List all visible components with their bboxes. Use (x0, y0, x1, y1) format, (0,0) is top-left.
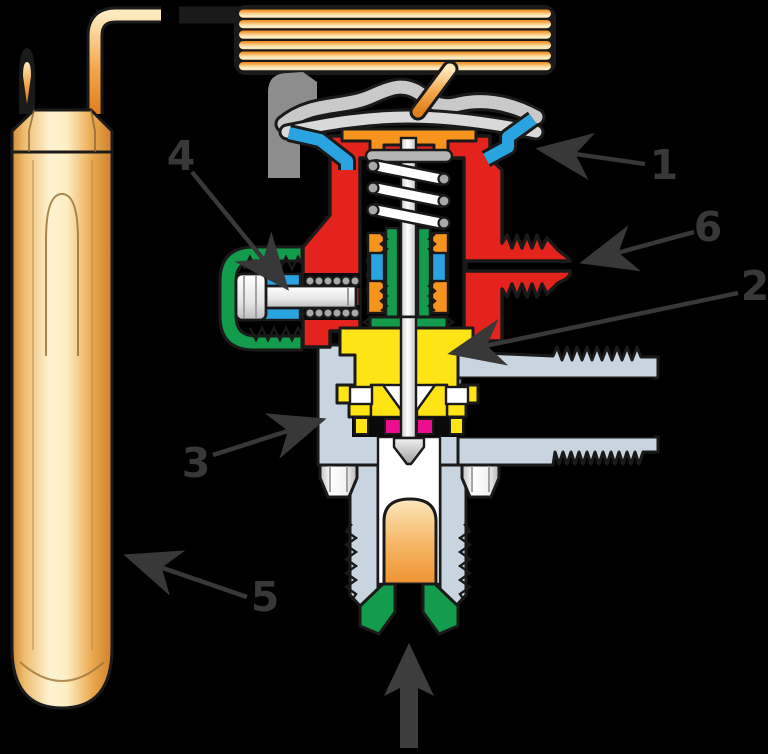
diaphragm-membrane (281, 111, 542, 138)
adjustment-spring-coils (304, 275, 361, 319)
inlet-strainer (358, 582, 460, 636)
callout-1: 1 (535, 132, 679, 189)
rod-pin (364, 148, 454, 164)
outlet-port (450, 342, 660, 380)
callout-5-label: 5 (251, 573, 280, 621)
seal-left (384, 418, 402, 435)
diaphragm-cover (277, 80, 543, 131)
diaphragm-clamp (287, 111, 539, 170)
capillary-tube (86, 6, 246, 114)
callout-4: 4 (167, 132, 290, 291)
seal-right (416, 418, 434, 435)
sensing-bulb (10, 48, 114, 710)
callout-3: 3 (182, 413, 327, 487)
callout-4-label: 4 (167, 132, 196, 180)
diaphragm-assembly (274, 77, 546, 141)
callout-6: 6 (579, 203, 723, 272)
callout-2-label: 2 (741, 262, 768, 310)
callout-1-label: 1 (650, 141, 679, 189)
adjustment-screw-shaft (260, 284, 358, 310)
capillary-inlet (409, 60, 459, 121)
inlet-dome (382, 497, 438, 586)
callout-5: 5 (123, 550, 280, 621)
callout-3-label: 3 (182, 439, 211, 487)
bolt-right (460, 463, 501, 499)
bolt-left (318, 463, 359, 499)
push-rod-lower (399, 315, 418, 440)
callout-2: 2 (447, 262, 768, 366)
valve-needle (392, 436, 426, 466)
callouts: 1 2 3 4 5 6 (123, 132, 768, 621)
bulb-cap (10, 108, 114, 154)
adjustment-screw-head (234, 272, 268, 322)
callout-6-label: 6 (694, 203, 723, 251)
flow-direction-arrow-icon (384, 643, 434, 748)
capillary-coil (234, 5, 556, 75)
adjustment-assembly (218, 245, 361, 352)
